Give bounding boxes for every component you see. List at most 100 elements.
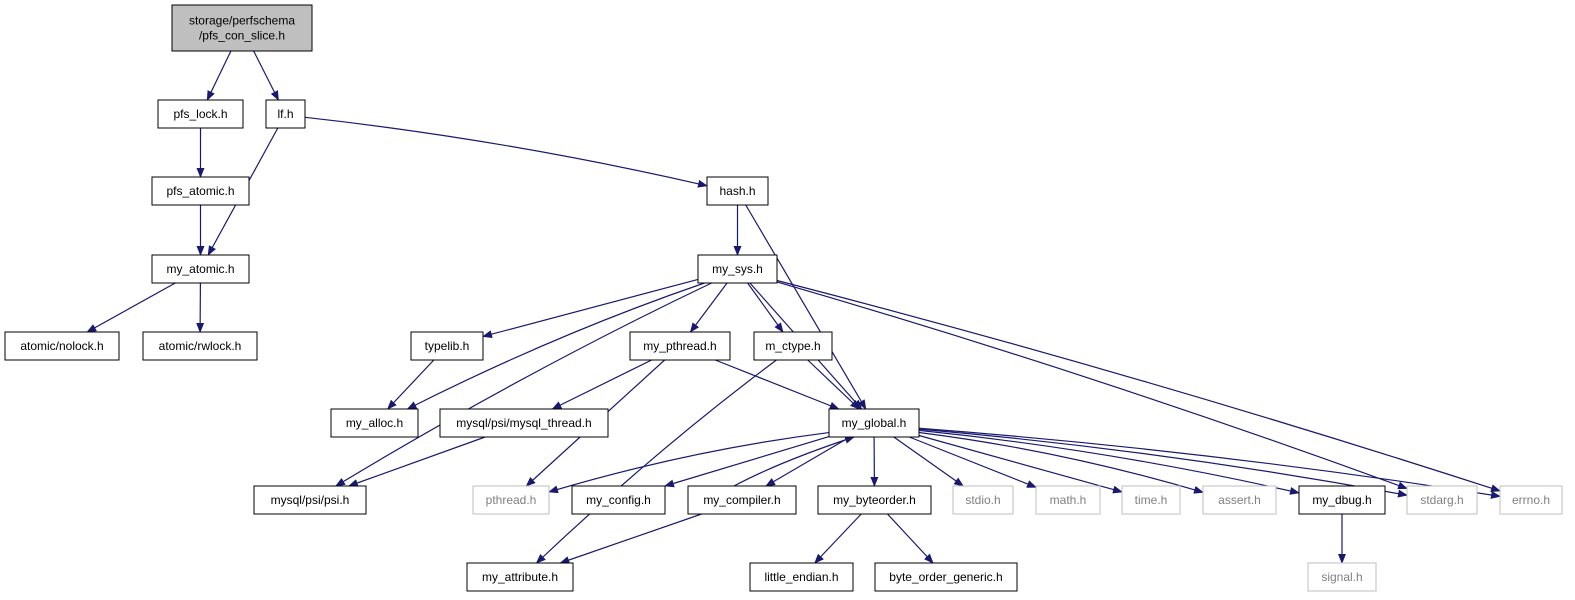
node-errno[interactable]: errno.h (1499, 485, 1563, 515)
node-label: stdarg.h (1420, 493, 1463, 507)
node-label: pthread.h (486, 493, 537, 507)
node-atomic-nolock[interactable]: atomic/nolock.h (4, 331, 120, 361)
node-signal[interactable]: signal.h (1307, 562, 1377, 592)
node-label: mysql/psi/mysql_thread.h (456, 416, 591, 430)
node-m-ctype[interactable]: m_ctype.h (753, 331, 833, 361)
edge-my-global-to-errno (918, 427, 1501, 499)
node-box[interactable] (1035, 485, 1101, 515)
node-my-attribute[interactable]: my_attribute.h (466, 562, 574, 592)
node-box[interactable] (1202, 485, 1277, 515)
node-assert[interactable]: assert.h (1202, 485, 1277, 515)
node-hash[interactable]: hash.h (706, 176, 769, 206)
node-box[interactable] (817, 485, 932, 515)
node-box[interactable] (466, 562, 574, 592)
node-box[interactable] (706, 176, 769, 206)
node-box[interactable] (330, 408, 419, 438)
node-box[interactable] (874, 562, 1018, 592)
node-stdio[interactable]: stdio.h (952, 485, 1014, 515)
node-pthread[interactable]: pthread.h (472, 485, 550, 515)
node-box[interactable] (1499, 485, 1563, 515)
node-label: my_byteorder.h (833, 493, 916, 507)
node-box[interactable] (151, 254, 250, 284)
edge-my-global-to-my-config (663, 435, 830, 488)
node-label: mysql/psi/psi.h (271, 493, 350, 507)
node-box[interactable] (171, 4, 313, 52)
node-label: pfs_atomic.h (166, 184, 234, 198)
node-root[interactable]: storage/perfschema/pfs_con_slice.h (171, 4, 313, 52)
node-typelib[interactable]: typelib.h (410, 331, 484, 361)
node-label: my_pthread.h (643, 339, 716, 353)
node-stdarg[interactable]: stdarg.h (1406, 485, 1478, 515)
node-mysql-thread[interactable]: mysql/psi/mysql_thread.h (439, 408, 609, 438)
edge-hash-to-my-global (745, 204, 867, 410)
edge-my-global-to-time (918, 434, 1123, 494)
node-box[interactable] (439, 408, 609, 438)
node-box[interactable] (571, 485, 666, 515)
edge-my-compiler-to-my-attribute (559, 513, 702, 564)
node-label: /pfs_con_slice.h (199, 29, 285, 43)
edge-my-global-to-stdio (893, 436, 964, 487)
node-box[interactable] (1121, 485, 1181, 515)
node-box[interactable] (952, 485, 1014, 515)
node-label: my_alloc.h (346, 416, 403, 430)
node-box[interactable] (1406, 485, 1478, 515)
node-label: stdio.h (965, 493, 1000, 507)
node-label: typelib.h (425, 339, 470, 353)
node-box[interactable] (1307, 562, 1377, 592)
edges-layer (86, 50, 1501, 564)
node-my-atomic[interactable]: my_atomic.h (151, 254, 250, 284)
node-box[interactable] (157, 99, 244, 129)
node-little-endian[interactable]: little_endian.h (749, 562, 854, 592)
node-pfs-atomic[interactable]: pfs_atomic.h (151, 176, 250, 206)
node-box[interactable] (253, 485, 367, 515)
node-my-dbug[interactable]: my_dbug.h (1298, 485, 1386, 515)
node-my-sys[interactable]: my_sys.h (697, 254, 778, 284)
node-box[interactable] (753, 331, 833, 361)
node-box[interactable] (629, 331, 731, 361)
node-label: my_config.h (586, 493, 651, 507)
node-math[interactable]: math.h (1035, 485, 1101, 515)
node-pfs-lock[interactable]: pfs_lock.h (157, 99, 244, 129)
node-box[interactable] (410, 331, 484, 361)
edge-typelib-to-my-alloc (386, 359, 435, 410)
node-label: storage/perfschema (189, 14, 295, 28)
nodes-layer: storage/perfschema/pfs_con_slice.h pfs_lo… (4, 4, 1563, 592)
node-box[interactable] (265, 99, 306, 129)
edge-root-to-lf (253, 50, 279, 101)
node-atomic-rwlock[interactable]: atomic/rwlock.h (142, 331, 258, 361)
node-label: my_attribute.h (482, 570, 558, 584)
node-my-pthread[interactable]: my_pthread.h (629, 331, 731, 361)
node-box[interactable] (151, 176, 250, 206)
node-label: my_dbug.h (1312, 493, 1371, 507)
edge-my-sys-to-m-ctype (747, 282, 784, 333)
node-my-compiler[interactable]: my_compiler.h (687, 485, 797, 515)
node-box[interactable] (4, 331, 120, 361)
node-box[interactable] (749, 562, 854, 592)
edge-my-global-to-my-compiler (765, 436, 851, 487)
edge-mysql-thread-to-psi (347, 436, 486, 487)
node-psi[interactable]: mysql/psi/psi.h (253, 485, 367, 515)
node-label: signal.h (1321, 570, 1362, 584)
node-label: my_sys.h (712, 262, 763, 276)
node-label: little_endian.h (764, 570, 838, 584)
edge-m-ctype-to-my-global (807, 359, 860, 410)
node-my-byteorder[interactable]: my_byteorder.h (817, 485, 932, 515)
node-byte-order-generic[interactable]: byte_order_generic.h (874, 562, 1018, 592)
node-box[interactable] (697, 254, 778, 284)
edge-my-sys-to-my-pthread (689, 282, 728, 333)
node-box[interactable] (142, 331, 258, 361)
node-label: m_ctype.h (765, 339, 820, 353)
node-my-global[interactable]: my_global.h (828, 408, 920, 438)
edge-root-to-pfs-lock (206, 50, 232, 101)
edge-my-pthread-to-my-global (715, 359, 840, 410)
node-box[interactable] (687, 485, 797, 515)
edge-my-sys-to-typelib (482, 278, 699, 339)
node-box[interactable] (472, 485, 550, 515)
node-my-alloc[interactable]: my_alloc.h (330, 408, 419, 438)
node-time[interactable]: time.h (1121, 485, 1181, 515)
node-box[interactable] (1298, 485, 1386, 515)
node-my-config[interactable]: my_config.h (571, 485, 666, 515)
node-box[interactable] (828, 408, 920, 438)
node-lf[interactable]: lf.h (265, 99, 306, 129)
